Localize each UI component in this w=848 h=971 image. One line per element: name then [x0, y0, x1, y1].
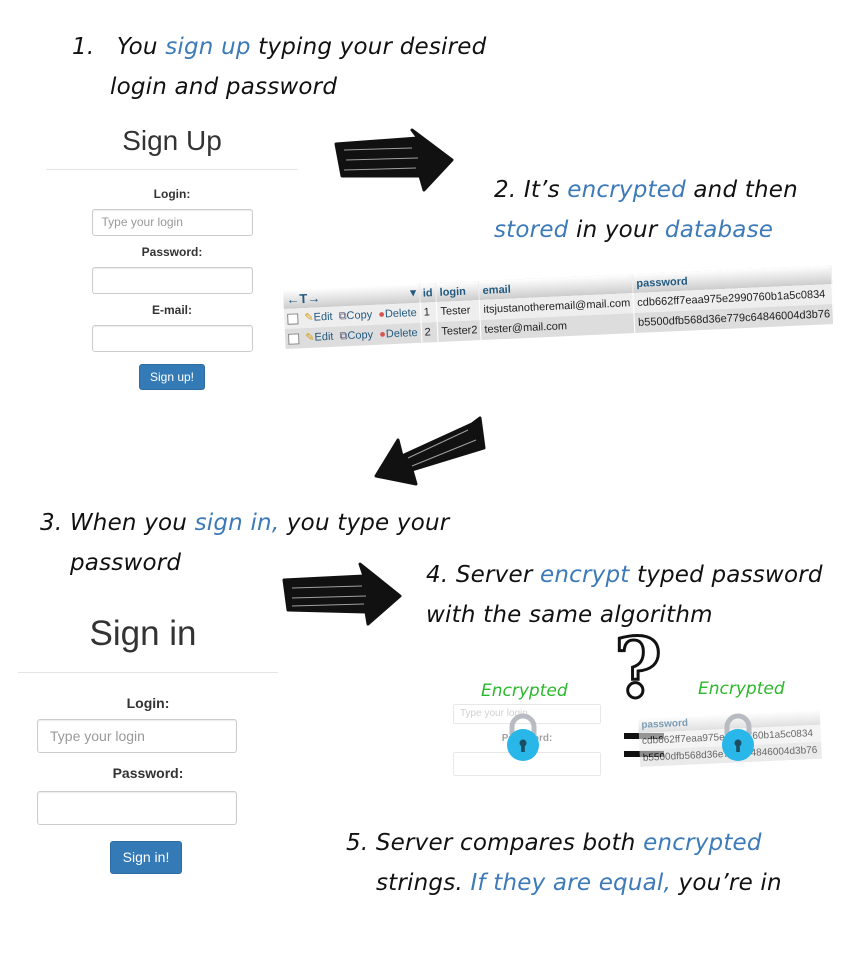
email-label: E-mail: — [151, 303, 192, 317]
database-table: ←T→▾ id login email password ✎Edit ⧉Copy… — [283, 265, 835, 349]
login-label: Login: — [126, 695, 170, 711]
row-checkbox[interactable] — [287, 312, 299, 325]
cell-login: Tester — [436, 300, 481, 323]
password-input[interactable] — [91, 267, 253, 294]
cell-login: Tester2 — [437, 320, 482, 343]
signin-button[interactable]: Sign in! — [109, 841, 183, 874]
signup-button[interactable]: Sign up! — [138, 364, 206, 390]
arrow-down-left-icon — [374, 416, 486, 486]
login-label: Login: — [153, 187, 191, 201]
step-2-text: 2. It’s encrypted and then stored in you… — [494, 177, 798, 243]
lock-icon — [722, 713, 754, 761]
signup-title: Sign Up — [122, 125, 222, 156]
highlight: encrypted — [643, 830, 762, 856]
signup-form: Sign Up Login: Type your login Password:… — [46, 125, 298, 390]
login-input[interactable]: Type your login — [91, 209, 253, 236]
cell-id: 2 — [420, 322, 439, 343]
step-5-text: 5. Server compares both encrypted string… — [346, 830, 782, 896]
question-mark-icon: ? — [612, 621, 663, 717]
highlight: If they are equal, — [470, 870, 672, 896]
row-checkbox[interactable] — [287, 332, 300, 345]
password-label: Password: — [112, 765, 184, 781]
highlight: encrypted — [567, 177, 686, 203]
edit-link[interactable]: Edit — [314, 330, 334, 344]
edit-link[interactable]: Edit — [313, 310, 333, 324]
lock-icon — [507, 713, 539, 761]
column-id[interactable]: id — [418, 283, 437, 303]
copy-link[interactable]: Copy — [346, 308, 373, 323]
column-login[interactable]: login — [435, 281, 480, 303]
password-label: Password: — [141, 245, 203, 259]
step-3-text: 3. When you sign in, you type your passw… — [40, 510, 450, 576]
login-input[interactable]: Type your login — [37, 719, 237, 753]
copy-link[interactable]: Copy — [347, 328, 374, 343]
highlight: stored — [494, 217, 569, 243]
cell-id: 1 — [419, 302, 438, 323]
signin-form: Sign in Login: Type your login Password:… — [18, 614, 278, 874]
divider — [18, 672, 278, 673]
highlight: database — [664, 217, 774, 243]
sort-icon[interactable]: ▾ — [410, 286, 417, 300]
password-input[interactable] — [37, 791, 237, 825]
encrypted-label-right: Encrypted — [698, 679, 785, 699]
delete-link[interactable]: Delete — [384, 306, 418, 321]
step-4-text: 4. Server encrypt typed password with th… — [426, 562, 823, 628]
arrow-right-icon — [282, 562, 402, 626]
highlight: sign up — [165, 34, 251, 60]
step-1-text: 1. You sign up typing your desired login… — [72, 34, 487, 100]
delete-link[interactable]: Delete — [385, 326, 418, 341]
step-number: 1. — [72, 34, 95, 60]
arrow-right-icon — [334, 128, 454, 192]
signin-title: Sign in — [89, 614, 197, 653]
login-input: Type your login — [453, 704, 601, 724]
highlight: encrypt — [540, 562, 630, 588]
nav-arrows[interactable]: ←T→ — [286, 290, 321, 307]
divider — [46, 169, 298, 170]
encrypted-label-left: Encrypted — [481, 681, 568, 701]
email-input[interactable] — [91, 325, 253, 352]
highlight: sign in, — [194, 510, 280, 536]
